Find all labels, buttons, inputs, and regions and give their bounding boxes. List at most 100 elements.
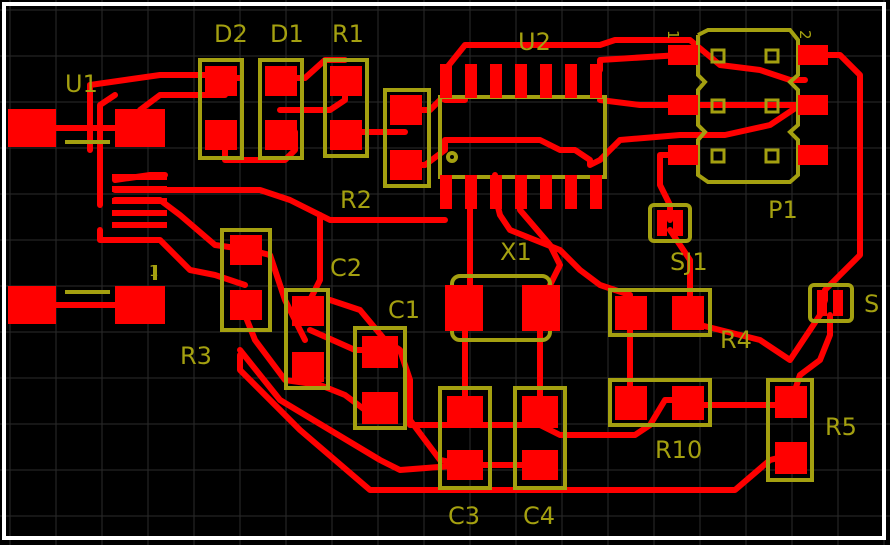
trace	[597, 97, 683, 108]
pad	[615, 386, 647, 420]
pad	[8, 109, 56, 147]
pad	[330, 66, 362, 96]
silk-labels: U1 D2 D1 R1 R2 U2 P1 SJ1 X1 C2 C1 R3 R4 …	[65, 20, 879, 530]
d1-outline	[258, 58, 304, 160]
copper-pads	[8, 45, 843, 480]
pad	[390, 150, 422, 180]
hole	[764, 148, 780, 164]
pad	[265, 120, 297, 150]
pad	[362, 336, 398, 368]
u2-pin-pad	[465, 175, 477, 209]
pad	[447, 396, 483, 428]
pad	[775, 386, 807, 418]
u2-pin-pad	[515, 175, 527, 209]
hole	[764, 98, 780, 114]
r5-outline	[766, 378, 814, 482]
u2-pin-pad	[590, 64, 602, 98]
label-u2: U2	[518, 28, 551, 56]
label-r1: R1	[332, 20, 364, 48]
trace	[787, 312, 833, 408]
pad	[668, 45, 698, 65]
label-r10: R10	[655, 436, 702, 464]
u2-pin-pad	[490, 64, 502, 98]
p1-pin2-marker: 2	[796, 30, 814, 40]
r10-outline	[608, 378, 712, 427]
pad	[115, 109, 165, 147]
sj1-outline	[648, 203, 692, 243]
pad	[230, 235, 262, 265]
label-p1: P1	[768, 196, 798, 224]
u2-pin1-dot	[446, 151, 458, 163]
pad	[390, 95, 422, 125]
u2-pin-pad	[440, 175, 452, 209]
pad	[112, 210, 167, 216]
label-u1: U1	[65, 70, 98, 98]
c4-outline	[513, 386, 567, 490]
pad	[817, 290, 827, 316]
pad	[362, 392, 398, 424]
u2-pin-pad	[440, 64, 452, 98]
u2-pin-pad	[565, 64, 577, 98]
label-c2: C2	[330, 254, 362, 282]
pad	[112, 198, 167, 204]
u2-pins	[440, 64, 602, 209]
label-r4: R4	[720, 326, 752, 354]
pad	[657, 210, 667, 236]
pad	[798, 145, 828, 165]
pad	[447, 450, 483, 480]
pad	[112, 174, 167, 180]
r2-outline	[383, 88, 431, 188]
pad	[522, 396, 558, 428]
s-outline	[808, 283, 854, 323]
hole	[710, 48, 726, 64]
label-c4: C4	[523, 502, 555, 530]
label-r5: R5	[825, 413, 857, 441]
pad	[205, 66, 237, 96]
r1-outline	[323, 58, 369, 158]
pad	[672, 386, 704, 420]
pad	[615, 296, 647, 330]
c3-outline	[438, 386, 492, 490]
u2-pin-pad	[540, 64, 552, 98]
label-d1: D1	[270, 20, 304, 48]
pad	[833, 290, 843, 316]
u2-pin-pad	[540, 175, 552, 209]
pad	[668, 95, 698, 115]
pad	[522, 285, 560, 331]
p1-pin1-marker: 1	[664, 30, 682, 40]
pad	[798, 95, 828, 115]
trace	[407, 397, 688, 438]
r4-outline	[608, 288, 712, 337]
p1-holes	[710, 48, 780, 164]
pad	[445, 285, 483, 331]
pad	[112, 186, 167, 192]
label-r3: R3	[180, 342, 212, 370]
pad	[112, 222, 167, 228]
u1-pin1-marker: 1	[149, 262, 159, 280]
trace	[112, 187, 448, 223]
c1-outline	[353, 326, 407, 430]
pad	[672, 296, 704, 330]
pad	[292, 296, 324, 326]
pad	[798, 45, 828, 65]
pad	[230, 290, 262, 320]
r3-outline	[220, 228, 272, 332]
trace	[97, 92, 118, 208]
pad	[775, 442, 807, 474]
pad	[265, 66, 297, 96]
label-x1: X1	[500, 238, 532, 266]
pad	[205, 120, 237, 150]
hole	[710, 148, 726, 164]
pad	[8, 286, 56, 324]
label-c1: C1	[388, 296, 420, 324]
pad	[115, 286, 165, 324]
u2-pin-pad	[590, 175, 602, 209]
u2-pin-pad	[465, 64, 477, 98]
trace	[402, 102, 828, 168]
label-d2: D2	[214, 20, 248, 48]
pad	[330, 120, 362, 150]
pad	[522, 450, 558, 480]
hole	[764, 48, 780, 64]
pad	[292, 352, 324, 382]
